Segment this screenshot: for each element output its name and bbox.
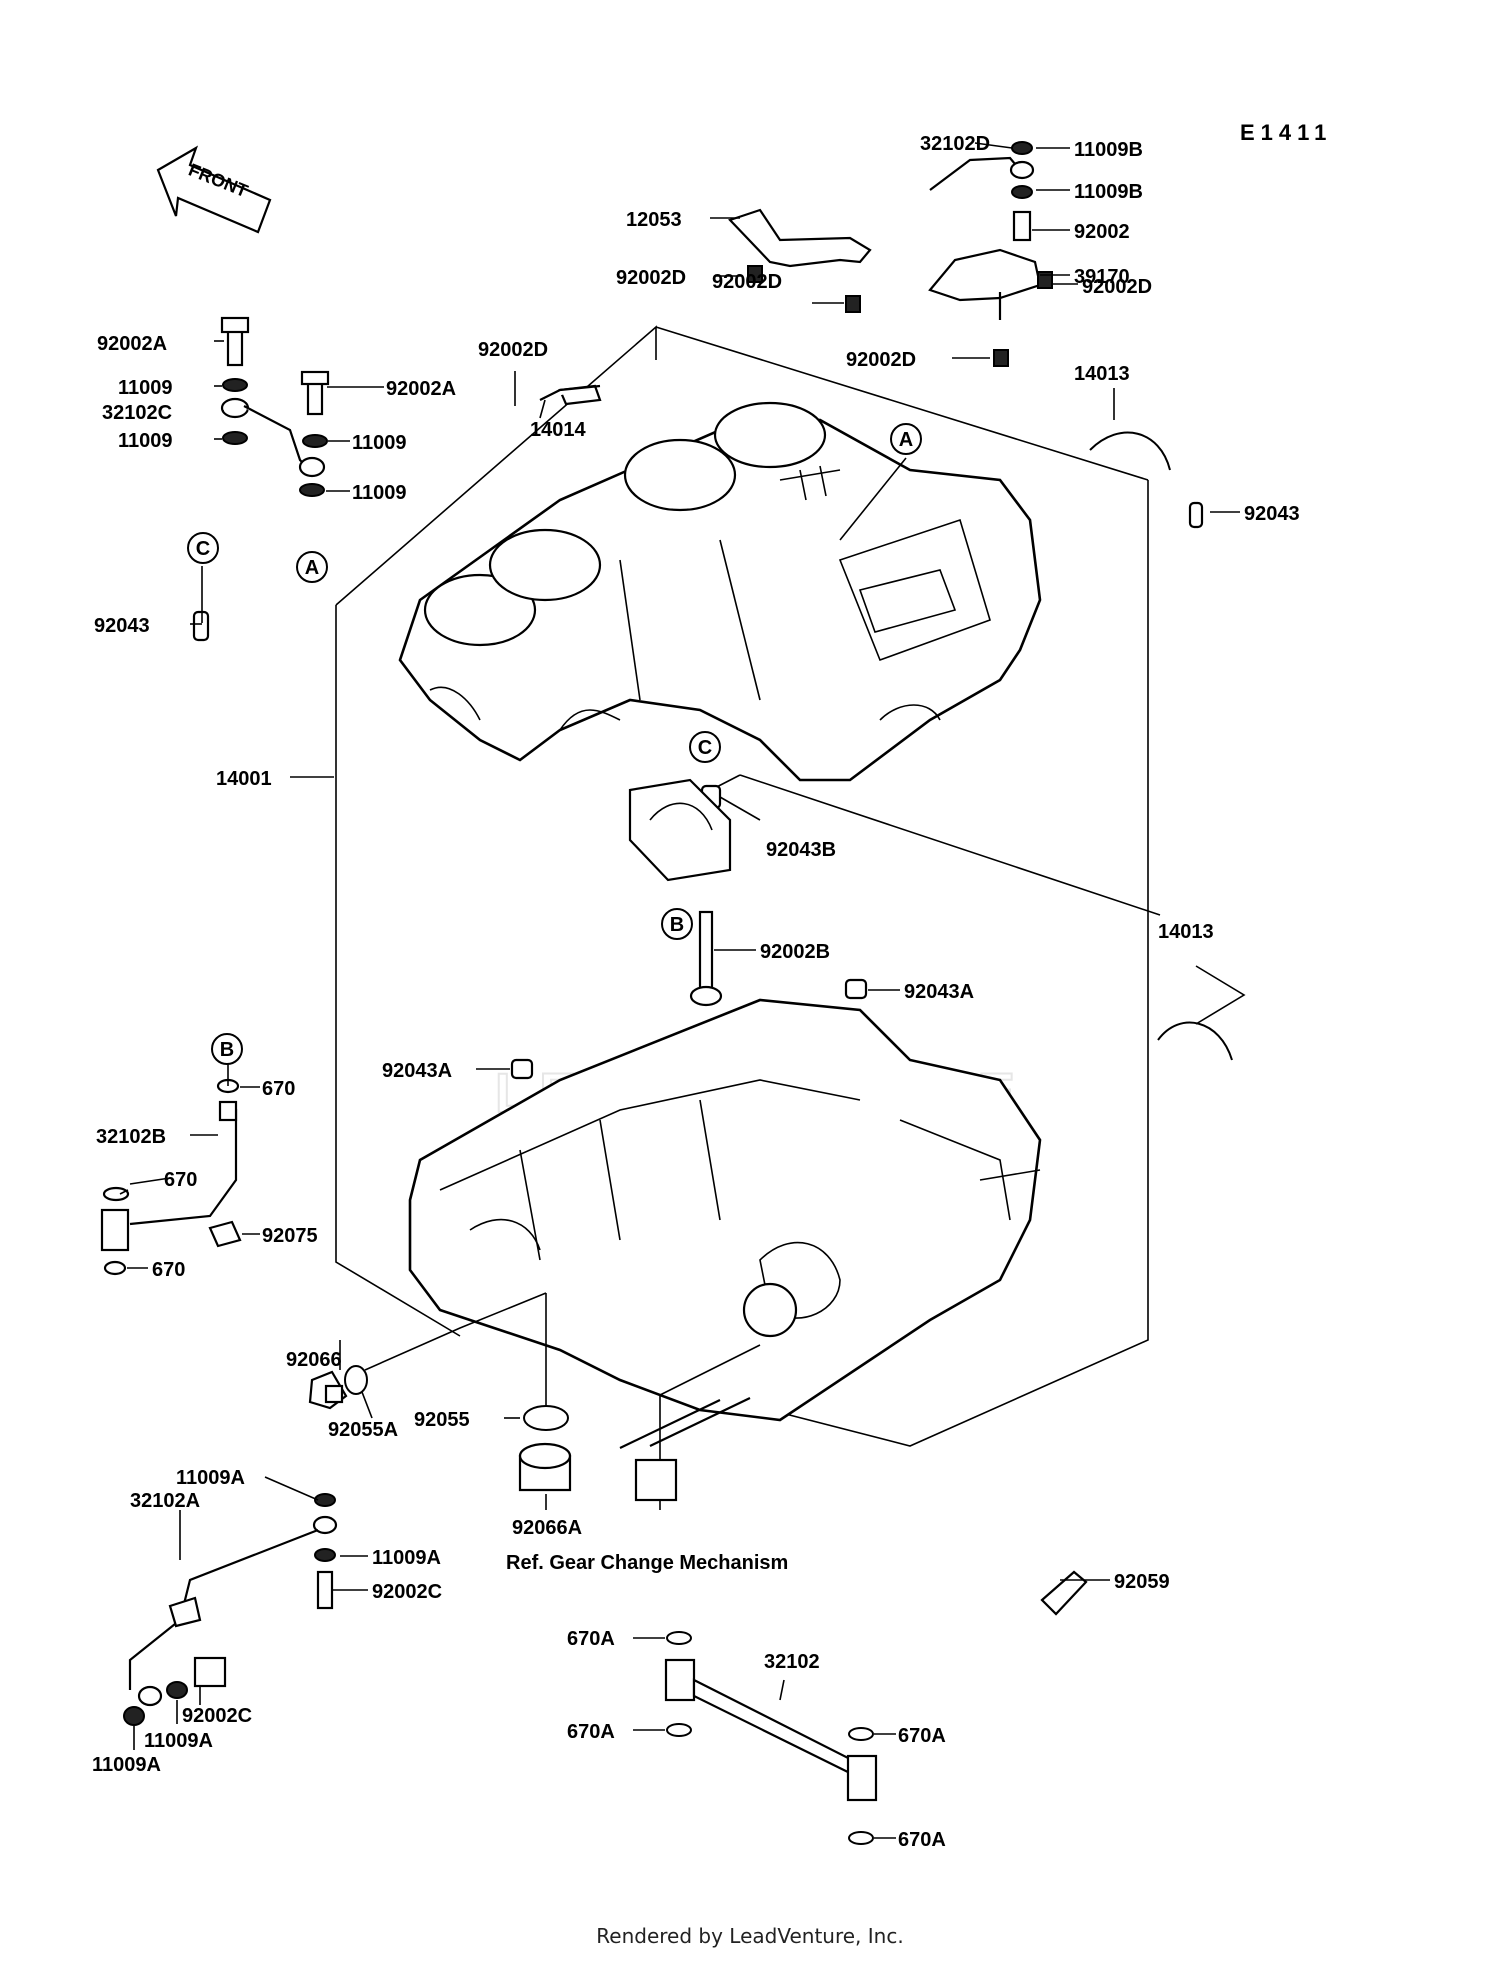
- reference-note: Ref. Gear Change Mechanism: [506, 1552, 788, 1574]
- oil-pipe-32102-group: [664, 1631, 878, 1845]
- part-label-92002A-b: 92002A: [386, 378, 456, 400]
- part-label-11009B-a: 11009B: [1074, 139, 1143, 161]
- oil-pipe-32102B-group: [100, 1078, 242, 1276]
- part-labels: 32102D 11009B 11009B 92002 12053 39170 9…: [92, 133, 1300, 1851]
- svg-text:A: A: [305, 557, 319, 579]
- part-label-32102B: 32102B: [96, 1126, 166, 1148]
- part-label-92002D-a: 92002D: [616, 267, 686, 289]
- gear-change-studs: [619, 1397, 751, 1502]
- part-label-670-c: 670: [152, 1259, 185, 1281]
- part-label-670-b: 670: [164, 1169, 197, 1191]
- part-label-32102C: 32102C: [102, 402, 172, 424]
- figure-code: E1411: [1240, 120, 1332, 145]
- part-label-92055A: 92055A: [328, 1419, 398, 1441]
- svg-text:C: C: [698, 737, 712, 759]
- part-label-92043A-a: 92043A: [904, 981, 974, 1003]
- part-label-11009-a: 11009: [118, 377, 173, 399]
- part-label-92002D-c: 92002D: [1082, 276, 1152, 298]
- lower-crankcase: [408, 998, 1042, 1422]
- part-label-92002: 92002: [1074, 221, 1130, 243]
- part-label-11009A-a: 11009A: [176, 1467, 245, 1489]
- part-label-92066A: 92066A: [512, 1517, 582, 1539]
- dowel-pin-92043-left: [192, 610, 210, 642]
- part-label-32102: 32102: [764, 1651, 820, 1673]
- callout-C-left: C: [187, 532, 219, 564]
- part-label-14013-b: 14013: [1158, 921, 1214, 943]
- front-arrow-icon: FRONT: [156, 145, 272, 234]
- part-label-11009A-d: 11009A: [92, 1754, 161, 1776]
- part-label-32102D: 32102D: [920, 133, 990, 155]
- drain-plug-92066A: [518, 1405, 572, 1492]
- bearing-insert-lower: [1157, 1021, 1233, 1061]
- dowel-pin-92043-right: [1188, 501, 1204, 529]
- part-label-11009-d: 11009: [352, 482, 407, 504]
- part-label-670A-a: 670A: [567, 1628, 615, 1650]
- upper-crankcase: [398, 401, 1042, 782]
- part-label-92043B: 92043B: [766, 839, 836, 861]
- oil-pipe-32102A-group: [123, 1493, 338, 1726]
- oil-pipe-32102C-group: [220, 316, 330, 497]
- leader-lines: [119, 142, 1246, 1839]
- part-label-92055: 92055: [414, 1409, 470, 1431]
- part-label-11009-b: 11009: [118, 430, 173, 452]
- part-label-670A-b: 670A: [567, 1721, 615, 1743]
- callout-A-top: A: [890, 423, 922, 455]
- part-label-14001: 14001: [216, 768, 272, 790]
- part-label-92043-a: 92043: [1244, 503, 1300, 525]
- part-label-92043A-b: 92043A: [382, 1060, 452, 1082]
- dowel-pin-92043A-a: [844, 978, 868, 1000]
- bearing-insert-upper: [1089, 431, 1171, 471]
- part-label-92043-b: 92043: [94, 615, 150, 637]
- drain-plug-92066: [308, 1365, 368, 1410]
- part-label-92002D-e: 92002D: [478, 339, 548, 361]
- part-label-14013-a: 14013: [1074, 363, 1130, 385]
- bearing-cap-and-bolt: [628, 778, 732, 1007]
- part-label-92059: 92059: [1114, 1571, 1170, 1593]
- footer-credit: Rendered by LeadVenture, Inc.: [596, 1924, 904, 1948]
- part-label-14014: 14014: [530, 419, 586, 441]
- dowel-pin-92043A-b: [510, 1058, 534, 1080]
- part-label-92002B: 92002B: [760, 941, 830, 963]
- part-label-92002D-b: 92002D: [712, 271, 782, 293]
- part-label-92002D-d: 92002D: [846, 349, 916, 371]
- callout-C-case: C: [689, 731, 721, 763]
- svg-text:A: A: [899, 429, 913, 451]
- part-label-92075: 92075: [262, 1225, 318, 1247]
- callout-B-cap: B: [661, 908, 693, 940]
- fitting-92059: [1040, 1570, 1088, 1616]
- part-label-670A-d: 670A: [898, 1829, 946, 1851]
- callout-B-left: B: [211, 1033, 243, 1065]
- callout-A-left: A: [296, 551, 328, 583]
- part-label-32102A: 32102A: [130, 1490, 200, 1512]
- part-label-11009B-b: 11009B: [1074, 181, 1143, 203]
- part-label-11009A-c: 11009A: [144, 1730, 213, 1752]
- part-label-670-a: 670: [262, 1078, 295, 1100]
- part-label-92002A-a: 92002A: [97, 333, 167, 355]
- part-label-11009-c: 11009: [352, 432, 407, 454]
- part-label-92002C-a: 92002C: [372, 1581, 442, 1603]
- part-label-11009A-b: 11009A: [372, 1547, 441, 1569]
- part-label-12053: 12053: [626, 209, 682, 231]
- part-label-92002C-b: 92002C: [182, 1705, 252, 1727]
- part-label-670A-c: 670A: [898, 1725, 946, 1747]
- part-label-39170: 39170: [1074, 266, 1130, 288]
- oil-pipe-32102D-group: [539, 141, 1053, 406]
- svg-text:C: C: [196, 538, 210, 560]
- part-label-92066: 92066: [286, 1349, 342, 1371]
- svg-text:B: B: [670, 914, 684, 936]
- svg-text:B: B: [220, 1039, 234, 1061]
